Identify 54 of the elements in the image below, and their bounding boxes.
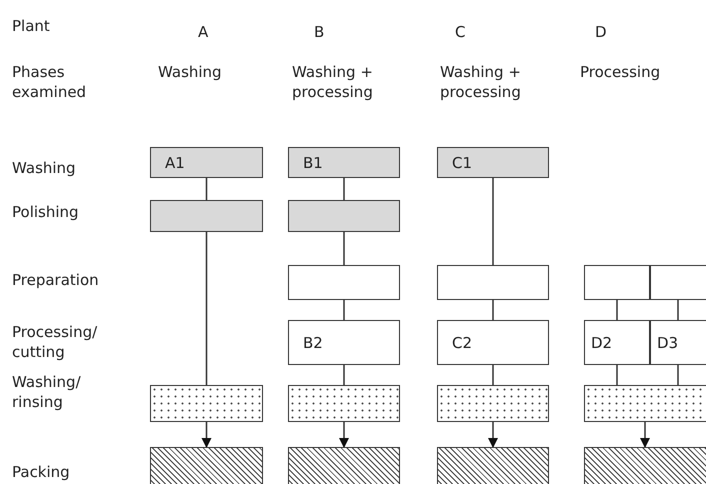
preparation-box	[584, 265, 650, 300]
connector-line	[492, 300, 494, 320]
processing-box: D2	[584, 320, 650, 365]
connector-line	[492, 365, 494, 385]
preparation-box	[288, 265, 400, 300]
connector-line	[677, 365, 679, 385]
packing-box	[288, 447, 400, 484]
column-header: A	[198, 22, 210, 42]
phase-label: Washing + processing	[292, 62, 374, 102]
arrow	[202, 422, 212, 448]
arrow	[339, 422, 349, 448]
packing-box	[584, 447, 706, 484]
connector-line	[616, 365, 618, 385]
phase-label: Processing	[580, 62, 662, 82]
row-label: Preparation	[12, 270, 100, 290]
row-label: Processing/ cutting	[12, 322, 98, 362]
connector-line	[677, 300, 679, 320]
row-label: Washing/ rinsing	[12, 372, 82, 412]
arrow	[640, 422, 650, 448]
rinsing-box	[288, 385, 400, 422]
column-header: C	[455, 22, 466, 42]
column-header: D	[595, 22, 608, 42]
preparation-box	[437, 265, 549, 300]
connector-line	[343, 232, 345, 265]
arrow	[488, 422, 498, 448]
connector-line	[616, 300, 618, 320]
connector-line	[206, 178, 208, 200]
polishing-box	[150, 200, 263, 232]
column-header: B	[314, 22, 326, 42]
connector-line	[492, 178, 494, 265]
phase-label: Washing	[158, 62, 223, 82]
row-label: Phases examined	[12, 62, 88, 102]
processing-box: B2	[288, 320, 400, 365]
preparation-box	[650, 265, 706, 300]
washing-box: C1	[437, 147, 549, 178]
connector-line	[343, 178, 345, 200]
packing-box	[437, 447, 549, 484]
row-label: Packing	[12, 462, 71, 482]
row-label: Polishing	[12, 202, 80, 222]
connector-line	[343, 365, 345, 385]
polishing-box	[288, 200, 400, 232]
phase-label: Washing + processing	[440, 62, 522, 102]
packing-box	[150, 447, 263, 484]
rinsing-box	[584, 385, 706, 422]
rinsing-box	[150, 385, 263, 422]
row-label: Washing	[12, 158, 77, 178]
connector-line	[343, 300, 345, 320]
washing-box: A1	[150, 147, 263, 178]
processing-box: D3	[650, 320, 706, 365]
rinsing-box	[437, 385, 549, 422]
washing-box: B1	[288, 147, 400, 178]
connector-line	[206, 232, 208, 385]
row-label: Plant	[12, 16, 51, 36]
processing-box: C2	[437, 320, 549, 365]
